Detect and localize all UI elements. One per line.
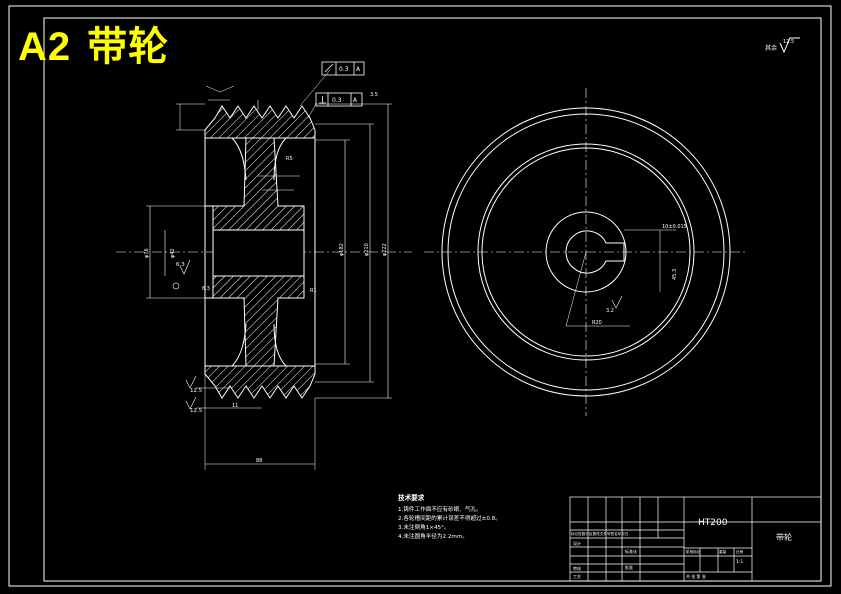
title-header-weight: 重量 — [719, 549, 727, 554]
svg-text:φ210: φ210 — [364, 243, 370, 256]
tech-requirement-item: 3.未注倒角1×45°。 — [398, 525, 450, 531]
title-row-design: 设计 — [573, 540, 581, 546]
title-row-process: 工艺 — [573, 574, 581, 579]
part-name-label: 带轮 — [776, 532, 792, 542]
sheet-heading: A2 带轮 — [18, 14, 185, 72]
title-block — [569, 496, 822, 582]
roughness-note-value: 12.5 — [783, 39, 794, 45]
roughness-note: 其余 12.5 — [765, 37, 800, 54]
material-label: HT200 — [698, 518, 728, 528]
tech-requirements: 技术要求 1.铸件工作面不应有砂眼、气孔。 2.各轮槽间距的累计误差不得超过±0… — [398, 494, 501, 542]
tech-requirement-item: 4.未注圆角半径为2.2mm。 — [398, 534, 468, 540]
perpendicularity-icon — [319, 96, 326, 104]
radius-dimension: R20 — [592, 320, 602, 326]
section-view: φ182 φ210 φ222 φ76 φ42 88 12.5 12.5 11 6… — [116, 61, 412, 470]
sheet-size-label: A2 — [18, 25, 72, 69]
tolerance-frame-2: 0.3 A — [307, 92, 363, 119]
dim-text-1: 6.3 — [176, 262, 185, 268]
keyway-dimension: 10±0.015 — [662, 224, 687, 230]
outer-frame — [8, 5, 832, 587]
title-row-approve: 批准 — [625, 564, 633, 570]
tech-requirement-item: 1.铸件工作面不应有砂眼、气孔。 — [398, 507, 482, 513]
svg-text:45.3: 45.3 — [672, 269, 678, 280]
roughness-note-text: 其余 — [765, 44, 777, 52]
datum-a-icon — [172, 282, 180, 290]
tol-frame-1-datum: A — [356, 66, 361, 73]
tol-frame-2-value: 0.3 — [332, 97, 342, 104]
title-row-header: 标记处数分区更改文件号签名年月日 — [571, 531, 629, 536]
title-footer: 共 张 第 张 — [686, 573, 706, 579]
svg-text:88: 88 — [256, 458, 262, 464]
dim-text-4: 6.3 — [202, 286, 210, 292]
roughness-symbol-icon — [779, 37, 800, 54]
runout-icon — [324, 63, 334, 73]
tech-requirements-title: 技术要求 — [398, 494, 425, 502]
tech-requirement-item: 2.各轮槽间距的累计误差不得超过±0.8。 — [398, 516, 501, 522]
dim-text-8: R1 — [310, 288, 317, 294]
bore — [212, 229, 305, 277]
svg-text:φ42: φ42 — [170, 248, 176, 258]
inner-frame — [43, 17, 822, 582]
title-row-review: 审核 — [573, 565, 581, 571]
end-view: 10±0.015 45.3 R20 3.2 — [424, 88, 748, 416]
dim-text-6: 11 — [232, 403, 238, 409]
tol-frame-1-value: 0.3 — [339, 66, 349, 73]
dim-text-2: 12.5 — [190, 388, 203, 394]
svg-text:φ76: φ76 — [144, 248, 150, 258]
title-header-stage: 阶段标记 — [686, 549, 701, 554]
tol-frame-2-datum: A — [353, 97, 358, 104]
title-row-std: 标准化 — [625, 548, 637, 554]
dim-text-7: R5 — [286, 156, 293, 162]
dim-text-5: 3.5 — [370, 92, 378, 98]
title-header-scale: 比例 — [736, 549, 744, 554]
tolerance-frame-1: 0.3 A — [299, 61, 365, 107]
keyed-bore — [565, 230, 625, 274]
rim-bottom-section — [204, 365, 316, 399]
svg-text:3.2: 3.2 — [606, 308, 614, 314]
svg-text:φ182: φ182 — [339, 243, 345, 256]
svg-text:φ222: φ222 — [382, 243, 388, 256]
dim-text-3: 12.5 — [190, 408, 203, 414]
sheet-part-title: 带轮 — [87, 25, 170, 69]
rim-top-section — [204, 105, 316, 139]
scale-value: 1:1 — [736, 559, 743, 565]
